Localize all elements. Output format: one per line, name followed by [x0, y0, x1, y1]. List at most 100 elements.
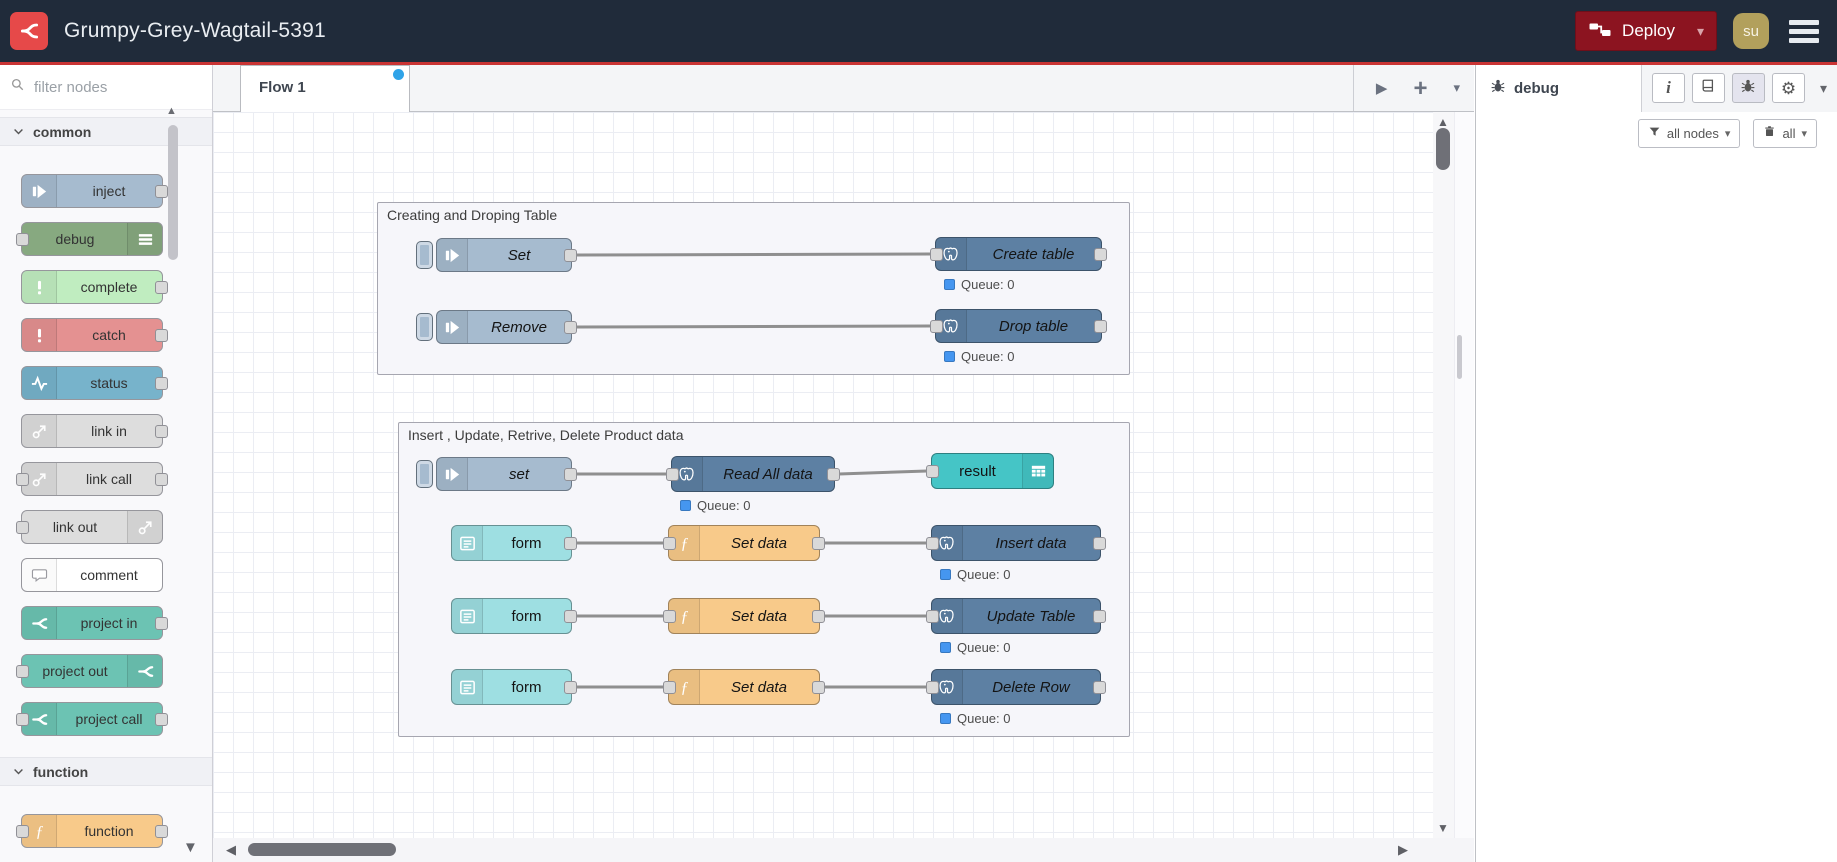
help-sidebar-button[interactable]: [1691, 73, 1725, 103]
in-port[interactable]: [926, 610, 939, 623]
out-port[interactable]: [1093, 537, 1106, 550]
out-port[interactable]: [155, 473, 168, 486]
palette-filter-input[interactable]: [32, 77, 186, 97]
out-port[interactable]: [155, 185, 168, 198]
palette-scrollbar[interactable]: [168, 125, 178, 260]
node-update-table[interactable]: Update Table: [926, 598, 1106, 634]
out-port[interactable]: [564, 537, 577, 550]
out-port[interactable]: [1093, 610, 1106, 623]
out-port[interactable]: [155, 377, 168, 390]
node-set1[interactable]: Set: [436, 238, 577, 272]
in-port[interactable]: [16, 825, 29, 838]
in-port[interactable]: [663, 681, 676, 694]
scroll-right-arrow[interactable]: ▶: [1398, 842, 1408, 857]
out-port[interactable]: [564, 321, 577, 334]
scroll-up-arrow[interactable]: ▲: [1437, 115, 1449, 129]
in-port[interactable]: [930, 248, 943, 261]
in-port[interactable]: [930, 320, 943, 333]
palette-node-catch[interactable]: catch: [21, 318, 168, 352]
in-port[interactable]: [663, 537, 676, 550]
node-form3[interactable]: form: [451, 669, 577, 705]
palette-node-comment[interactable]: comment: [21, 558, 163, 592]
palette-node-project-out[interactable]: project out: [16, 654, 163, 688]
node-delete-row[interactable]: Delete Row: [926, 669, 1106, 705]
out-port[interactable]: [564, 681, 577, 694]
horizontal-scroll-thumb[interactable]: [248, 843, 396, 856]
tab-scroll-right-button[interactable]: ▶: [1375, 80, 1388, 97]
inject-button-set1[interactable]: [416, 241, 433, 269]
in-port[interactable]: [666, 468, 679, 481]
wire-remove-to-drop-table[interactable]: [574, 324, 933, 329]
palette-node-link-out[interactable]: link out: [16, 510, 163, 544]
out-port[interactable]: [155, 825, 168, 838]
out-port[interactable]: [155, 329, 168, 342]
canvas-sidebar-divider[interactable]: [1454, 112, 1474, 838]
inject-button-remove[interactable]: [416, 313, 433, 341]
in-port[interactable]: [926, 537, 939, 550]
info-sidebar-button[interactable]: i: [1651, 73, 1685, 103]
debug-clear-button[interactable]: all ▾: [1753, 118, 1817, 148]
out-port[interactable]: [812, 681, 825, 694]
node-result[interactable]: result: [926, 453, 1054, 489]
deploy-button[interactable]: Deploy ▾: [1575, 11, 1717, 51]
out-port[interactable]: [155, 617, 168, 630]
in-port[interactable]: [926, 681, 939, 694]
scroll-down-arrow[interactable]: ▼: [1437, 821, 1449, 835]
debug-sidebar-button[interactable]: [1731, 73, 1765, 103]
in-port[interactable]: [926, 465, 939, 478]
in-port[interactable]: [16, 521, 29, 534]
deploy-options-caret[interactable]: ▾: [1696, 22, 1704, 39]
sidebar-menu-caret[interactable]: ▾: [1819, 79, 1827, 96]
node-create-table[interactable]: Create table: [930, 237, 1107, 271]
palette-node-project-call[interactable]: project call: [16, 702, 168, 736]
palette-scroll-up-arrow[interactable]: ▲: [166, 105, 177, 117]
debug-filter-button[interactable]: all nodes ▾: [1637, 118, 1741, 148]
out-port[interactable]: [564, 249, 577, 262]
user-avatar[interactable]: su: [1733, 13, 1769, 49]
scroll-left-arrow[interactable]: ◀: [226, 842, 236, 857]
palette-node-project-in[interactable]: project in: [21, 606, 168, 640]
palette-node-link-call[interactable]: link call: [16, 462, 168, 496]
palette-node-complete[interactable]: complete: [21, 270, 168, 304]
config-sidebar-button[interactable]: ⚙: [1771, 73, 1805, 103]
palette-category-function[interactable]: function: [0, 757, 212, 786]
add-flow-button[interactable]: +: [1413, 74, 1428, 102]
tab-flow-1[interactable]: Flow 1: [240, 65, 410, 112]
node-insert-data[interactable]: Insert data: [926, 525, 1106, 561]
node-read-all[interactable]: Read All data: [666, 456, 840, 492]
tab-list-caret[interactable]: ▾: [1453, 80, 1460, 95]
node-remove[interactable]: Remove: [436, 310, 577, 344]
palette-node-inject[interactable]: inject: [21, 174, 168, 208]
node-drop-table[interactable]: Drop table: [930, 309, 1107, 343]
vertical-scroll-thumb[interactable]: [1436, 128, 1450, 170]
out-port[interactable]: [155, 425, 168, 438]
inject-button-set2[interactable]: [416, 460, 433, 488]
tab-debug[interactable]: debug: [1476, 65, 1642, 112]
in-port[interactable]: [663, 610, 676, 623]
node-form1[interactable]: form: [451, 525, 577, 561]
flow-group-g1[interactable]: Creating and Droping Table: [377, 202, 1130, 375]
node-set2[interactable]: set: [436, 457, 577, 491]
out-port[interactable]: [827, 468, 840, 481]
canvas-horizontal-scrollbar[interactable]: ◀ ▶: [213, 838, 1474, 862]
out-port[interactable]: [155, 281, 168, 294]
out-port[interactable]: [812, 610, 825, 623]
out-port[interactable]: [1094, 320, 1107, 333]
out-port[interactable]: [812, 537, 825, 550]
canvas-vertical-scrollbar[interactable]: ▲ ▼: [1433, 112, 1454, 838]
palette-category-common[interactable]: common: [0, 117, 212, 146]
palette-scroll-down-button[interactable]: ▼: [183, 839, 198, 856]
out-port[interactable]: [155, 713, 168, 726]
out-port[interactable]: [564, 468, 577, 481]
in-port[interactable]: [16, 233, 29, 246]
out-port[interactable]: [564, 610, 577, 623]
out-port[interactable]: [1093, 681, 1106, 694]
wire-read-all-to-result[interactable]: [837, 469, 929, 476]
palette-node-status[interactable]: status: [21, 366, 168, 400]
in-port[interactable]: [16, 713, 29, 726]
